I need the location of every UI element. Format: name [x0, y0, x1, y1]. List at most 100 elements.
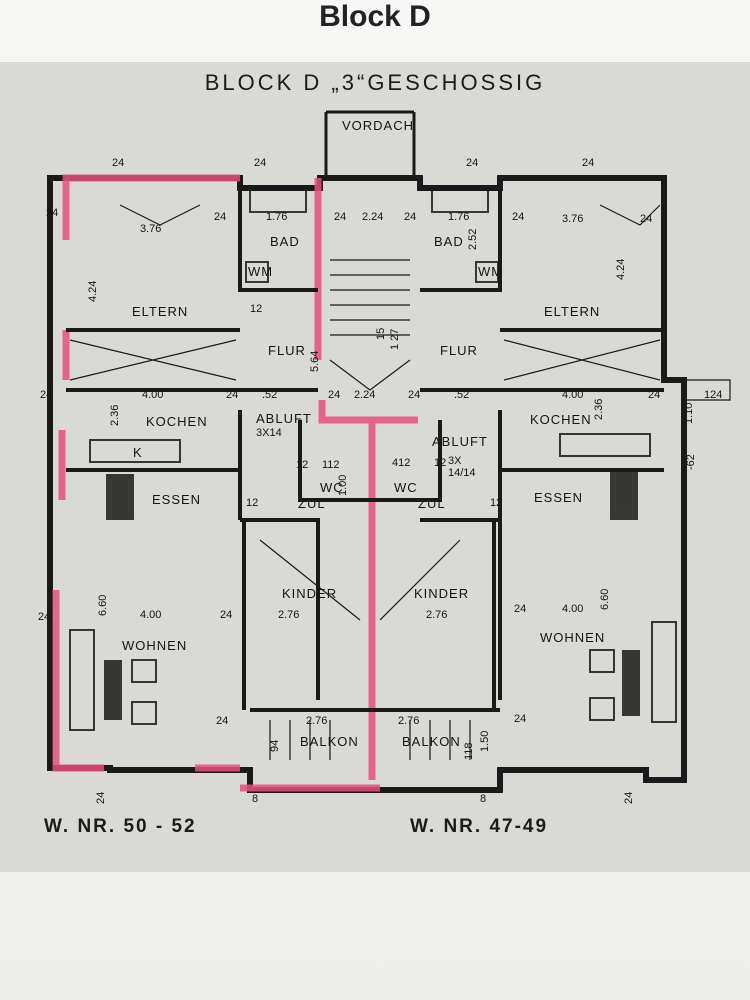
dim-24-s: 24	[216, 715, 228, 727]
dim-14-14: 14/14	[448, 467, 476, 479]
dim-24-o: 24	[648, 389, 660, 401]
dim-224-b: 2.24	[354, 389, 375, 401]
dim-24-r: 24	[514, 603, 526, 615]
dim-376-left: 3.76	[140, 223, 161, 235]
dim-400-a: 4.00	[142, 389, 163, 401]
dim-24-j: 24	[640, 213, 652, 225]
label-eltern-left: ELTERN	[132, 304, 188, 319]
dim-564: 5.64	[309, 351, 321, 372]
dim-24-u: 24	[95, 792, 107, 804]
dim-400-d: 4.00	[562, 603, 583, 615]
label-kochen-right: KOCHEN	[530, 412, 592, 427]
dim-12-d: 12	[246, 497, 258, 509]
plan-title: BLOCK D „3“GESCHOSSIG	[204, 70, 546, 95]
dim-376-right: 3.76	[562, 213, 583, 225]
dim-424-left: 4.24	[87, 281, 99, 302]
dim-224: 2.24	[362, 211, 383, 223]
dim-276-b: 2.76	[426, 609, 447, 621]
furniture	[69, 189, 677, 731]
dim-400-c: 4.00	[140, 609, 161, 621]
label-kinder-left: KINDER	[282, 586, 337, 601]
label-essen-left: ESSEN	[152, 492, 201, 507]
dim-276-c: 2.76	[306, 715, 327, 727]
dim-12-e: 12	[490, 497, 502, 509]
dim-52: .52	[262, 389, 277, 401]
page-heading: Block D	[319, 0, 431, 33]
dim-276-d: 2.76	[398, 715, 419, 727]
dim-24-k: 24	[40, 389, 52, 401]
label-flur-left: FLUR	[268, 343, 306, 358]
dim-176-left: 1.76	[266, 211, 287, 223]
dim-660-left: 6.60	[97, 595, 109, 616]
dim-150: 1.50	[479, 731, 491, 752]
dim-112: 112	[322, 459, 340, 471]
dim-24-b: 24	[254, 157, 266, 169]
dim-8-a: 8	[252, 793, 258, 805]
label-k: K	[133, 445, 143, 460]
label-bad-left: BAD	[270, 234, 300, 249]
label-balkon-right: BALKON	[402, 734, 461, 749]
dim-62: -62	[685, 454, 697, 470]
label-wm-right: WM	[478, 264, 503, 279]
dim-24-e: 24	[46, 207, 58, 219]
dim-8-b: 8	[480, 793, 486, 805]
dim-24-l: 24	[226, 389, 238, 401]
dim-15: 15	[375, 328, 387, 340]
dim-236-left: 2.36	[109, 405, 121, 426]
dim-12-b: 12	[296, 459, 308, 471]
dim-424-right: 4.24	[615, 259, 627, 280]
dim-94: 94	[269, 740, 281, 752]
highlighted-walls	[52, 174, 418, 792]
dim-24-c: 24	[466, 157, 478, 169]
dim-24-h: 24	[404, 211, 416, 223]
dim-127: 1 27	[389, 329, 401, 350]
label-zul-right: ZUL	[418, 496, 446, 511]
stair-lines	[69, 204, 731, 760]
dim-3x14: 3X14	[256, 427, 282, 439]
dim-118: 118	[463, 742, 475, 760]
label-abluft-right: ABLUFT	[432, 434, 488, 449]
dim-24-p: 24	[38, 611, 50, 623]
dim-24-q: 24	[220, 609, 232, 621]
label-bad-right: BAD	[434, 234, 464, 249]
unit-label-right: W. NR. 47-49	[410, 816, 549, 837]
dim-24-g: 24	[334, 211, 346, 223]
label-kochen-left: KOCHEN	[146, 414, 208, 429]
label-wm-left: WM	[248, 264, 273, 279]
dim-24-d: 24	[582, 157, 594, 169]
label-eltern-right: ELTERN	[544, 304, 600, 319]
dim-24-a: 24	[112, 157, 124, 169]
dim-100: 1.00	[337, 475, 349, 496]
dim-24-i: 24	[512, 211, 524, 223]
dim-52-b: .52	[454, 389, 469, 401]
dim-400-b: 4.00	[562, 389, 583, 401]
dim-24-v: 24	[623, 792, 635, 804]
dim-24-t: 24	[514, 713, 526, 725]
label-wc-right: WC	[394, 480, 418, 495]
dim-24-f: 24	[214, 211, 226, 223]
label-flur-right: FLUR	[440, 343, 478, 358]
label-wohnen-left: WOHNEN	[122, 638, 187, 653]
dim-236-right: 2.36	[593, 399, 605, 420]
dim-252: 2.52	[467, 229, 479, 250]
unit-label-left: W. NR. 50 - 52	[44, 816, 197, 837]
interior-walls	[66, 188, 664, 712]
label-zul-left: ZUL	[298, 496, 326, 511]
label-balkon-left: BALKON	[300, 734, 359, 749]
dim-124: 124	[704, 389, 722, 401]
dim-660-right: 6.60	[599, 589, 611, 610]
dim-176-right: 1.76	[448, 211, 469, 223]
dim-276-a: 2.76	[278, 609, 299, 621]
dim-12-a: 12	[250, 303, 262, 315]
dim-3x: 3X	[448, 455, 462, 467]
dim-12-c: 12	[434, 457, 446, 469]
dim-24-n: 24	[408, 389, 420, 401]
label-essen-right: ESSEN	[534, 490, 583, 505]
dim-24-m: 24	[328, 389, 340, 401]
label-abluft-left: ABLUFT	[256, 411, 312, 426]
dim-110: 1.10	[683, 403, 695, 424]
label-wc-left: WC	[320, 480, 344, 495]
label-wohnen-right: WOHNEN	[540, 630, 605, 645]
